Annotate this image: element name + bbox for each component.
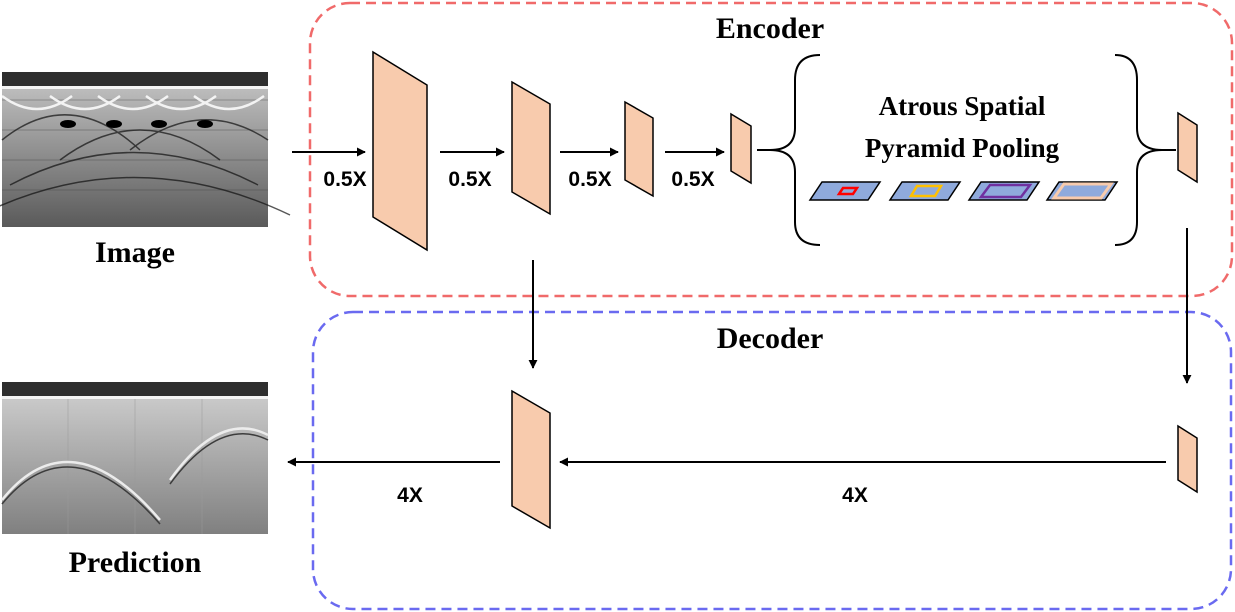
decoder-box bbox=[311, 310, 1233, 611]
decoder-title: Decoder bbox=[717, 322, 824, 355]
aspp-title-line1: Atrous Spatial bbox=[879, 91, 1046, 121]
aspp-output-feature-map bbox=[1177, 111, 1198, 184]
prediction-image bbox=[1, 382, 269, 534]
scale-label-dec-in: 4X bbox=[842, 484, 868, 507]
scale-label-enc4: 0.5X bbox=[671, 168, 714, 191]
decoder-feature-map-2 bbox=[1177, 424, 1198, 494]
scale-label-enc1: 0.5X bbox=[323, 168, 366, 191]
aspp-right-brace bbox=[1114, 54, 1163, 246]
prediction-label: Prediction bbox=[69, 546, 202, 579]
aspp-left-brace bbox=[769, 54, 821, 246]
encoder-title: Encoder bbox=[716, 12, 824, 45]
aspp-kernel-1 bbox=[808, 181, 882, 201]
decoder-feature-map-1 bbox=[511, 389, 551, 530]
aspp-kernel-2 bbox=[888, 181, 962, 201]
scale-label-enc3: 0.5X bbox=[568, 168, 611, 191]
scale-label-dec-out: 4X bbox=[397, 484, 423, 507]
scale-label-enc2: 0.5X bbox=[448, 168, 491, 191]
encoder-feature-map-1 bbox=[372, 50, 428, 252]
encoder-feature-map-4 bbox=[730, 112, 752, 185]
encoder-box bbox=[308, 1, 1234, 298]
encoder-feature-map-2 bbox=[511, 80, 551, 216]
encoder-feature-map-3 bbox=[624, 100, 654, 198]
input-image bbox=[0, 72, 291, 227]
aspp-title-line2: Pyramid Pooling bbox=[865, 133, 1060, 163]
aspp-kernel-4 bbox=[1045, 181, 1119, 201]
input-image-label: Image bbox=[95, 236, 175, 269]
aspp-kernel-3 bbox=[967, 181, 1041, 201]
